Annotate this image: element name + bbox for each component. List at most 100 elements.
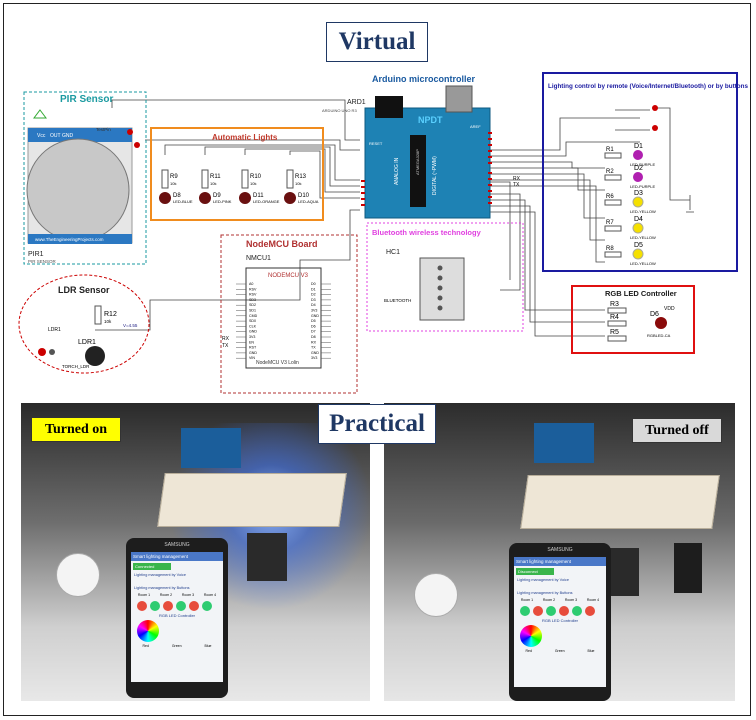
slider-blue[interactable]: Blue <box>587 649 595 653</box>
room-toggle[interactable] <box>559 606 569 616</box>
app-room-1[interactable]: Room 1 <box>137 593 151 597</box>
nodemcu-right-pin: D0 <box>311 282 316 286</box>
slider-red[interactable]: Red <box>142 644 149 648</box>
led-d11 <box>239 192 251 204</box>
app-room-1[interactable]: Room 1 <box>520 598 534 602</box>
ldr-vout: V=4.55 <box>123 323 138 328</box>
auto-lights-title: Automatic Lights <box>212 133 278 142</box>
nodemcu-right-pin: D2 <box>311 293 316 297</box>
slider-red[interactable]: Red <box>525 649 532 653</box>
nodemcu-right-pin: D3 <box>311 298 316 302</box>
slider-green[interactable]: Green <box>171 644 182 648</box>
breadboard <box>157 473 347 527</box>
ldr-torch-icon <box>38 348 46 356</box>
push-button-icon <box>652 105 658 111</box>
nodemcu-right-pin: D7 <box>311 330 316 334</box>
app-room-2[interactable]: Room 2 <box>159 593 173 597</box>
type-d5: LED-YELLOW <box>630 261 656 266</box>
color-wheel-icon[interactable] <box>137 620 159 642</box>
app-rgb-label: RGB LED Controller <box>541 618 578 623</box>
room-toggle[interactable] <box>176 601 186 611</box>
room-toggle[interactable] <box>546 606 556 616</box>
pir-dome <box>26 138 130 242</box>
photo-turned-on: SAMSUNG Smart lighting management Connec… <box>21 403 370 701</box>
ldr-torch-icon <box>49 349 55 355</box>
nodemcu-right-pin: GND <box>311 351 319 355</box>
arduino-photo <box>534 423 594 463</box>
rgb-led-d6 <box>655 317 667 329</box>
type-d10: LED-AQUA <box>298 199 319 204</box>
color-wheel-icon[interactable] <box>520 625 542 647</box>
resistor-r8 <box>604 251 622 258</box>
app-disconnect-button[interactable]: Disconnect <box>516 568 554 575</box>
resistor-r1 <box>604 152 622 159</box>
room-toggle[interactable] <box>520 606 530 616</box>
room-toggle[interactable] <box>585 606 595 616</box>
nodemcu-left-pins: A0RSVRSVSD3SD2SD1CMDSD0CLKGND3V3ENRSTGND… <box>236 282 258 360</box>
type-d2: LED-PURPLE <box>630 184 655 189</box>
pir-title: PIR Sensor <box>60 94 113 105</box>
label-r8: R8 <box>606 246 614 252</box>
label-r6: R6 <box>606 194 614 200</box>
arduino-chip <box>410 135 426 207</box>
room-toggle[interactable] <box>137 601 147 611</box>
nodemcu-left-pin: SD3 <box>249 298 256 302</box>
nodemcu-left-pin: RSV <box>249 287 257 291</box>
bluetooth-title: Bluetooth wireless technology <box>372 228 482 237</box>
resistor-r13 <box>286 169 294 189</box>
app-voice-label: Lighting management by Voice <box>134 573 186 577</box>
nodemcu-chip <box>245 267 322 369</box>
room-toggle[interactable] <box>189 601 199 611</box>
breadboard <box>520 475 720 529</box>
app-room-4[interactable]: Room 4 <box>203 593 217 597</box>
phone-on: SAMSUNG Smart lighting management Connec… <box>126 538 228 698</box>
app-room-3[interactable]: Room 3 <box>181 593 195 597</box>
type-d6: RGBLED-CA <box>647 333 671 338</box>
app-voice-label: Lighting management by Voice <box>517 578 569 582</box>
app-room-buttons <box>131 599 223 613</box>
nodemcu-sub: NodeMCU V3 Lolin <box>256 360 299 366</box>
room-toggle[interactable] <box>150 601 160 611</box>
pir-header-bar <box>28 128 132 142</box>
bluetooth-pins <box>437 265 443 311</box>
value-r12: 10k <box>104 319 112 324</box>
arduino-rx: RX <box>513 176 521 182</box>
app-room-3[interactable]: Room 3 <box>564 598 578 602</box>
remote-control-title: Lighting control by remote (Voice/Intern… <box>548 83 748 90</box>
label-d4: D4 <box>634 216 643 223</box>
app-connected-button[interactable]: Connected <box>133 563 171 570</box>
rgb-controller-title: RGB LED Controller <box>605 289 677 298</box>
app-title: Smart lighting management <box>514 557 606 566</box>
app-room-4[interactable]: Room 4 <box>586 598 600 602</box>
app-room-2[interactable]: Room 2 <box>542 598 556 602</box>
phone-brand: SAMSUNG <box>164 542 190 548</box>
ldr-circle <box>18 274 150 374</box>
slider-blue[interactable]: Blue <box>204 644 212 648</box>
arduino-power-jack <box>375 96 403 118</box>
nodemcu-right-pin: GND <box>311 314 319 318</box>
pir-ref: PIR1 <box>28 251 44 258</box>
room-toggle[interactable] <box>163 601 173 611</box>
nodemcu-left-pin: EN <box>249 340 254 344</box>
arduino-usb-port <box>445 85 473 113</box>
room-toggle[interactable] <box>572 606 582 616</box>
pir-pin-out: OUT <box>50 133 61 139</box>
slider-green[interactable]: Green <box>554 649 565 653</box>
arduino-chip-label: ATMEGA328P <box>415 149 420 175</box>
label-r13: R13 <box>295 174 307 180</box>
nodemcu-right-pin: D1 <box>311 287 316 291</box>
label-r3: R3 <box>610 301 619 308</box>
rgb-controller-box <box>571 285 695 354</box>
led-d2 <box>633 172 643 182</box>
app-sliders: Red Green Blue <box>131 644 223 648</box>
pir-vcc-arrow-icon <box>33 109 47 119</box>
pir-pin-vcc: Vcc <box>37 133 46 139</box>
label-r11: R11 <box>210 174 221 180</box>
nodemcu-left-pin: RSV <box>249 293 257 297</box>
room-toggle[interactable] <box>202 601 212 611</box>
rgb-resistors: R3 R4 R5 <box>607 301 627 342</box>
resistor-r7 <box>604 225 622 232</box>
nodemcu-left-pin: A0 <box>249 282 253 286</box>
room-toggle[interactable] <box>533 606 543 616</box>
nodemcu-photo <box>247 533 287 581</box>
